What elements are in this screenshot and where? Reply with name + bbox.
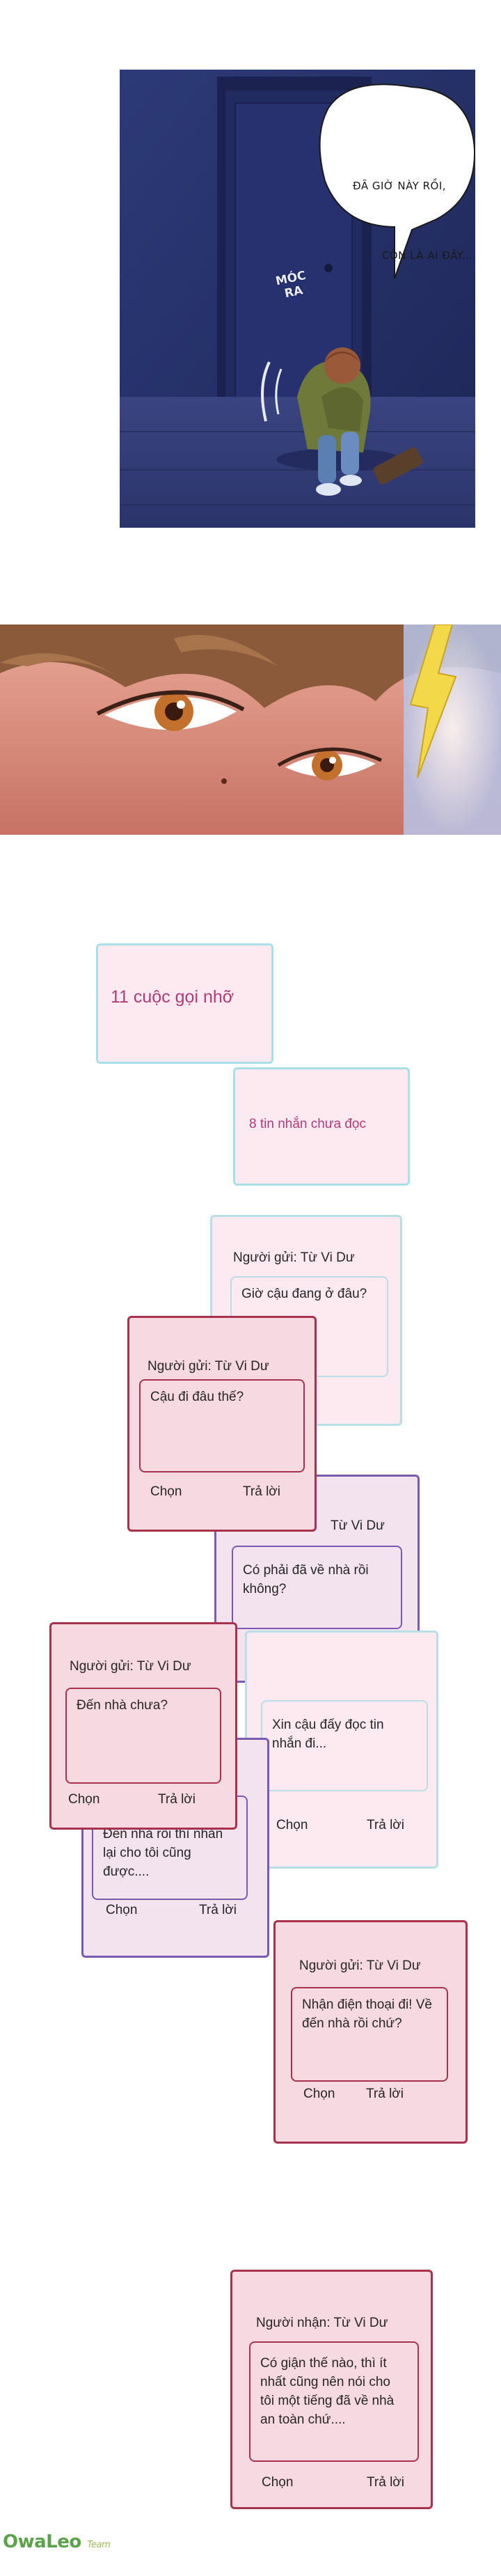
- reply-button[interactable]: Trả lời: [366, 2087, 404, 2101]
- watermark-logo: OwaLeo Team: [3, 2531, 111, 2552]
- message-body: Có phải đã về nhà rồi không?: [232, 1546, 402, 1629]
- message-card[interactable]: Xin cậu đấy đọc tin nhắn đi... Chọn Trả …: [245, 1631, 438, 1869]
- unread-messages-text: 8 tin nhắn chưa đọc: [249, 1117, 367, 1131]
- eyes-illustration: [0, 625, 501, 835]
- message-body: Có giận thế nào, thì ít nhất cũng nên nó…: [249, 2341, 419, 2462]
- select-button[interactable]: Chọn: [150, 1484, 182, 1499]
- reply-button[interactable]: Trả lời: [367, 2475, 404, 2490]
- logo-main: OwaLeo: [3, 2531, 81, 2552]
- message-sender: Người gửi: Từ Vi Dư: [299, 1958, 421, 1973]
- message-body: Xin cậu đấy đọc tin nhắn đi...: [261, 1700, 428, 1791]
- doorway-illustration: [120, 70, 475, 528]
- message-card[interactable]: Người nhận: Từ Vi Dư Có giận thế nào, th…: [230, 2270, 433, 2509]
- unread-messages-card[interactable]: 8 tin nhắn chưa đọc: [233, 1067, 410, 1186]
- message-card[interactable]: Người gửi: Từ Vi Dư Nhận điện thoại đi! …: [273, 1920, 468, 2144]
- message-body: Nhận điện thoại đi! Về đến nhà rồi chứ?: [291, 1987, 448, 2082]
- message-card[interactable]: Người gửi: Từ Vi Dư Cậu đi đâu thế? Chọn…: [127, 1316, 317, 1532]
- message-sender: Từ Vi Dư: [331, 1518, 385, 1533]
- comic-panel-doorway: ĐÃ GIỜ NÀY RỒI, CÒN LÀ AI ĐÂY... MÓC RA: [120, 70, 475, 528]
- message-body: Đến nhà chưa?: [65, 1688, 221, 1784]
- select-button[interactable]: Chọn: [106, 1903, 138, 1917]
- reply-button[interactable]: Trả lời: [243, 1484, 280, 1499]
- speech-bubble-line-2: CÒN LÀ AI ĐÂY...: [381, 249, 473, 262]
- message-recipient: Người nhận: Từ Vi Dư: [256, 2316, 388, 2330]
- speech-bubble-line-1: ĐÃ GIỜ NÀY RỒI,: [352, 180, 447, 192]
- select-button[interactable]: Chọn: [303, 2087, 335, 2101]
- message-card[interactable]: Người gửi: Từ Vi Dư Đến nhà chưa? Chọn T…: [49, 1622, 237, 1830]
- comic-panel-eyes: [0, 625, 501, 835]
- message-body: Cậu đi đâu thế?: [139, 1379, 305, 1472]
- message-sender: Người gửi: Từ Vi Dư: [148, 1359, 269, 1374]
- reply-button[interactable]: Trả lời: [367, 1818, 404, 1832]
- message-sender: Người gửi: Từ Vi Dư: [233, 1250, 355, 1265]
- select-button[interactable]: Chọn: [262, 2475, 294, 2490]
- missed-calls-card[interactable]: 11 cuộc gọi nhỡ: [96, 943, 273, 1064]
- missed-calls-text: 11 cuộc gọi nhỡ: [111, 987, 234, 1007]
- logo-sub: Team: [87, 2540, 111, 2550]
- reply-button[interactable]: Trả lời: [199, 1903, 237, 1917]
- message-sender: Người gửi: Từ Vi Dư: [70, 1659, 191, 1674]
- reply-button[interactable]: Trả lời: [158, 1792, 196, 1807]
- select-button[interactable]: Chọn: [68, 1792, 100, 1807]
- select-button[interactable]: Chọn: [276, 1818, 308, 1832]
